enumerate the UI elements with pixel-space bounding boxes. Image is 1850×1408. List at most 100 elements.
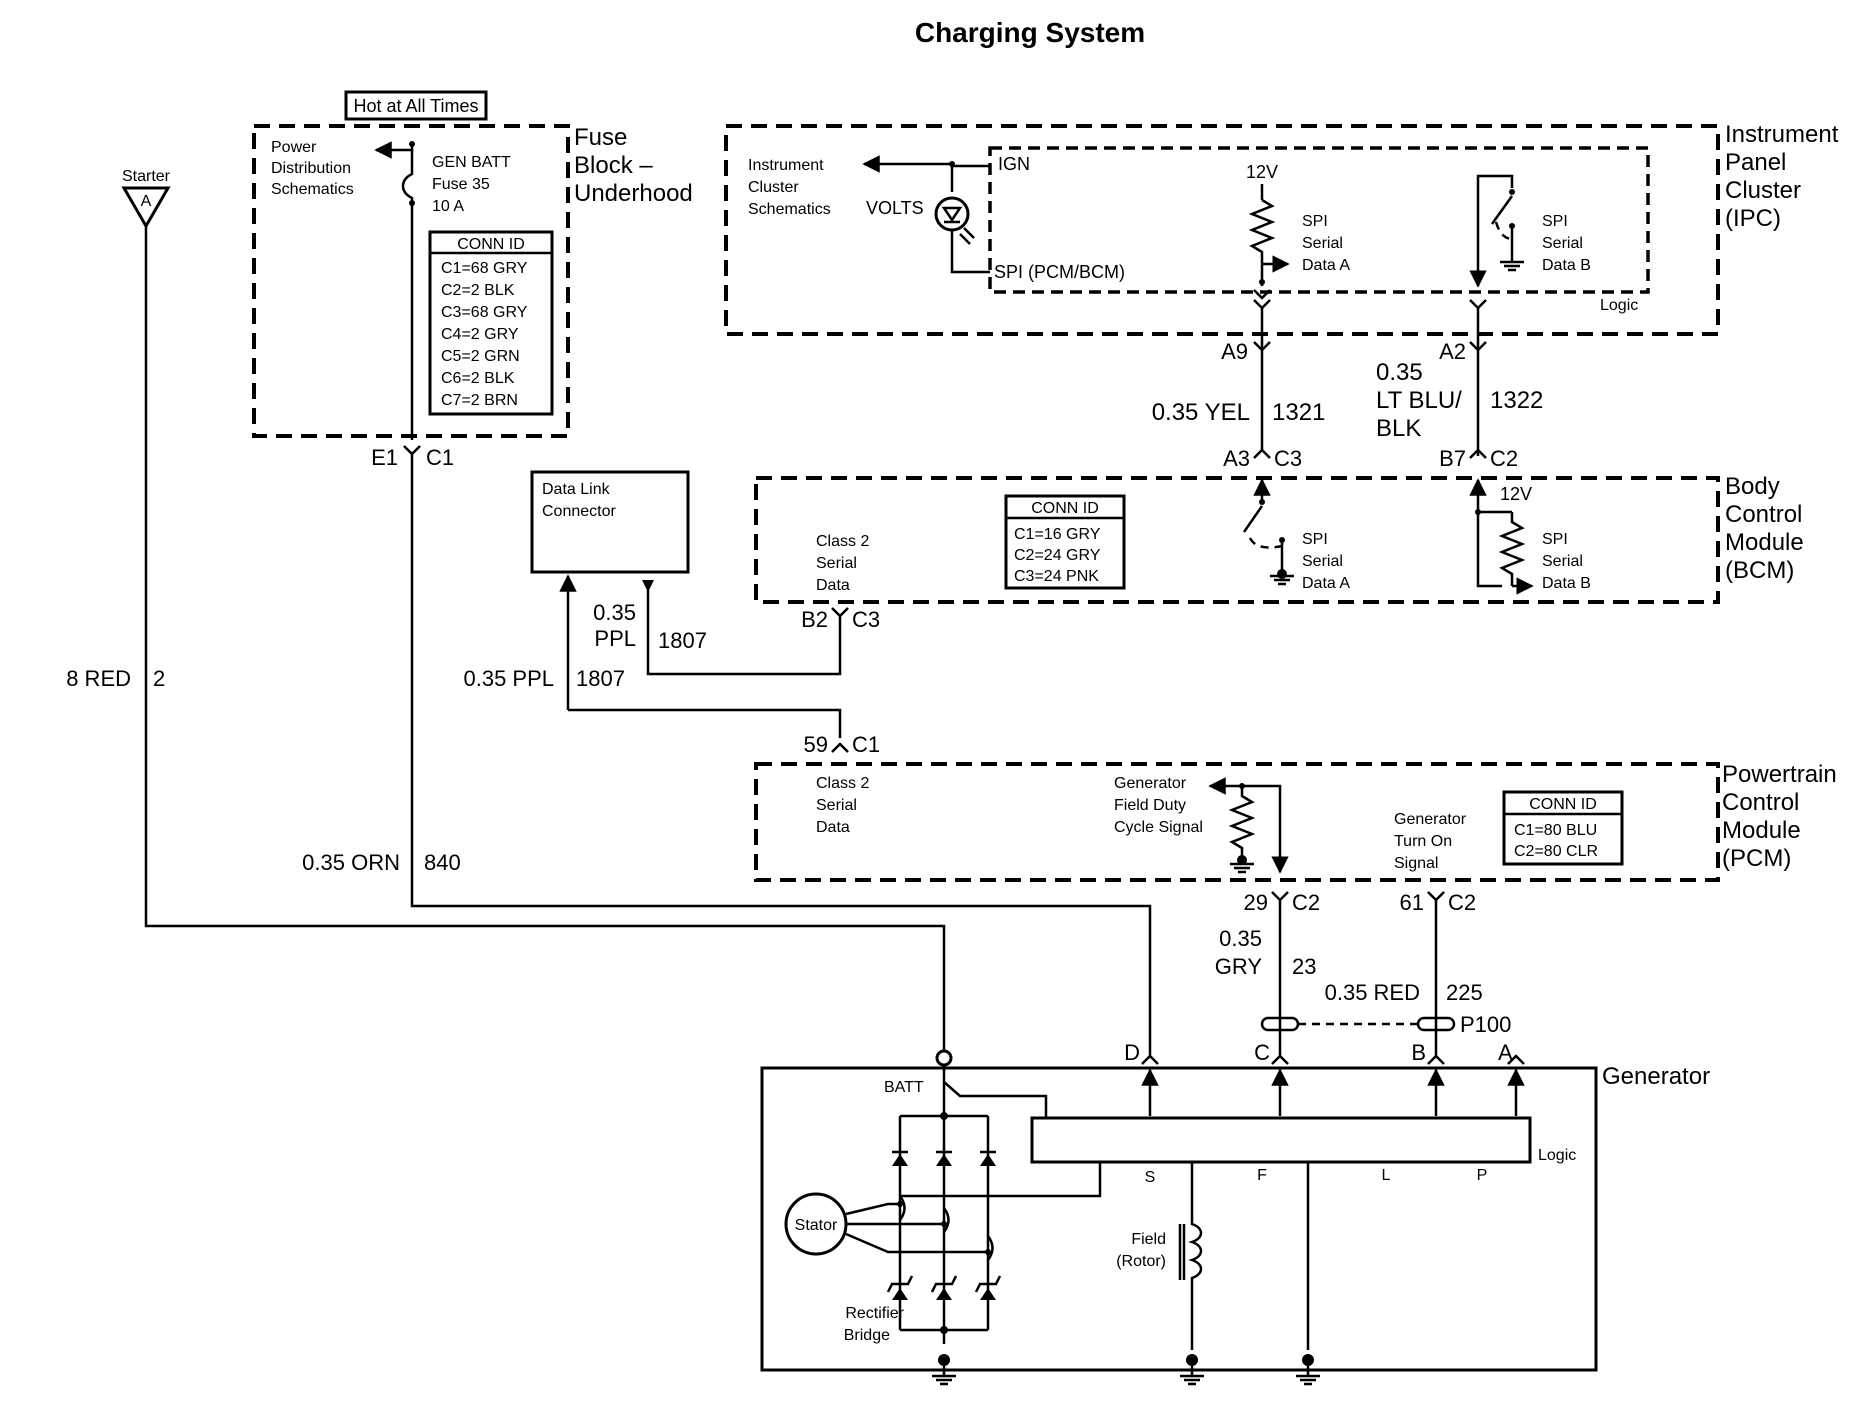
ipc-name-4: (IPC) — [1725, 205, 1781, 232]
dlc-wire2-circuit: 1807 — [576, 666, 625, 691]
fuse-rating: 10 A — [432, 198, 464, 215]
ipc-spi-b-3: Data B — [1542, 257, 1591, 274]
pcm-61-conn: C2 — [1448, 890, 1476, 915]
rectifier-top-dot — [940, 1112, 948, 1120]
data-link-connector: Data Link Connector 0.35 PPL 1807 0.35 P… — [463, 470, 842, 738]
ipc-switch-link — [1494, 221, 1513, 240]
connector-e1-symbol — [403, 445, 421, 456]
pcm-29-connector-icon — [1271, 891, 1289, 902]
terminal-a-icon — [1507, 1054, 1525, 1065]
bcm-switch-top-dot — [1259, 499, 1265, 505]
bcm-b2-conn: C3 — [852, 607, 880, 632]
pin-61: 61 — [1400, 890, 1424, 915]
wire-23-circuit: 23 — [1292, 954, 1316, 979]
terminal-c-label: C — [1254, 1040, 1270, 1065]
bcm-conn-c1: C1=16 GRY — [1014, 526, 1101, 543]
terminal-c-icon — [1271, 1054, 1289, 1065]
field-duty-2: Field Duty — [1114, 797, 1186, 814]
rectifier-diodes-lower-icon — [892, 1288, 996, 1300]
volts-label: VOLTS — [866, 198, 924, 218]
fuse-conn-c7: C7=2 BRN — [441, 392, 518, 409]
ipc-outline — [724, 124, 1720, 336]
volts-led-icon — [941, 206, 963, 224]
wire-1321-color: 0.35 YEL — [1152, 399, 1250, 426]
batt-sense-line — [942, 1066, 1048, 1118]
ground-dot-field — [1186, 1354, 1198, 1366]
power-dist-label-1: Power — [271, 139, 317, 156]
ipc-logic-label: Logic — [1600, 297, 1638, 314]
bcm-name-1: Body — [1725, 473, 1780, 500]
ipc-12v-label: 12V — [1246, 162, 1278, 182]
bcm-b2-connector-icon — [831, 607, 849, 618]
fuse-top-dot — [409, 141, 415, 147]
ground-icon-rectifier — [932, 1366, 956, 1386]
fuse-conn-c2: C2=2 BLK — [441, 282, 515, 299]
wire-1322-circuit: 1322 — [1490, 387, 1543, 414]
generator-harness: 0.35 ORN 840 0.35 GRY 23 0.35 RED 225 P1… — [144, 226, 1511, 1058]
pcm-outline — [754, 762, 1720, 882]
bcm-class2-2: Serial — [816, 555, 857, 572]
bcm-name-4: (BCM) — [1725, 557, 1794, 584]
logic-pin-p: P — [1477, 1167, 1488, 1184]
pcm-class2-1: Class 2 — [816, 775, 869, 792]
bcm-spi-a-2: Serial — [1302, 553, 1343, 570]
logic-pin-s: S — [1145, 1169, 1156, 1186]
wire-23-color-2: GRY — [1215, 954, 1263, 979]
pcm-29-conn: C2 — [1292, 890, 1320, 915]
pcm-name-2: Control — [1722, 789, 1799, 816]
power-dist-arrow — [374, 141, 414, 159]
ign-label: IGN — [998, 154, 1030, 174]
bcm-b7-connector-icon — [1469, 448, 1487, 459]
dlc-name-2: Connector — [542, 503, 616, 520]
wire-840-color: 0.35 ORN — [302, 850, 400, 875]
cluster-schem-3: Schematics — [748, 201, 831, 218]
pcm-name-3: Module — [1722, 817, 1801, 844]
pcm-conn-c1: C1=80 BLU — [1514, 822, 1597, 839]
pin-a2: A2 — [1439, 339, 1466, 364]
bcm-name-2: Control — [1725, 501, 1802, 528]
bcm-name-3: Module — [1725, 529, 1804, 556]
wire-1807-pcm-run — [568, 708, 842, 738]
ipc-spi-b-1: SPI — [1542, 213, 1568, 230]
pcm-class2-3: Data — [816, 819, 850, 836]
starter-wire-color: 8 RED — [66, 666, 131, 691]
bcm-class2-1: Class 2 — [816, 533, 869, 550]
logic-pin-l: L — [1382, 1167, 1391, 1184]
bcm-conn-c2-id: C2=24 GRY — [1014, 547, 1101, 564]
ipc-name-1: Instrument — [1725, 121, 1839, 148]
starter-triangle-icon — [121, 186, 171, 229]
bcm-a3-connector-icon — [1253, 448, 1271, 459]
rectifier-diodes-upper-icon — [892, 1154, 996, 1166]
ipc-data-b-loop — [1476, 174, 1514, 286]
bcm-data-a-switch-icon — [1242, 505, 1264, 533]
pcm-field-resistor-icon — [1228, 786, 1256, 858]
terminal-d-label: D — [1124, 1040, 1140, 1065]
batt-label: BATT — [884, 1079, 924, 1096]
ipc-bcm-wires: 0.35 YEL 1321 0.35 LT BLU/ BLK 1322 — [1152, 308, 1543, 456]
starter-reference: Starter A 8 RED 2 — [66, 168, 170, 691]
stator-phase-leads — [845, 1202, 988, 1254]
wire-2-starter — [144, 226, 946, 1052]
ipc-schem-arrow — [862, 155, 990, 173]
pin-59: 59 — [804, 732, 828, 757]
power-dist-label-2: Distribution — [271, 160, 351, 177]
terminal-b-label: B — [1411, 1040, 1426, 1065]
ipc-ground-icon — [1500, 226, 1524, 272]
volts-gauge-icon — [934, 196, 970, 232]
field-rotor-coil-icon — [1188, 1162, 1203, 1350]
starter-ref-letter: A — [141, 193, 152, 210]
hot-at-all-times-box — [344, 90, 488, 121]
ipc-data-a-resistor-icon — [1248, 198, 1276, 286]
fuse-number: Fuse 35 — [432, 176, 490, 193]
wire-1322-color-3: BLK — [1376, 415, 1421, 442]
pcm-61-connector-icon — [1427, 891, 1445, 902]
generator-logic-label: Logic — [1538, 1147, 1576, 1164]
pcm-ground-icon — [1230, 862, 1254, 874]
bcm-switch-link — [1248, 537, 1283, 549]
generator-name: Generator — [1602, 1063, 1710, 1090]
field-label-2: (Rotor) — [1116, 1253, 1166, 1270]
wire-23-color-1: 0.35 — [1219, 926, 1262, 951]
ipc-data-a-dot — [1259, 279, 1265, 285]
stator-dot-c — [985, 1249, 991, 1255]
wire-1807-bcm — [646, 580, 842, 676]
